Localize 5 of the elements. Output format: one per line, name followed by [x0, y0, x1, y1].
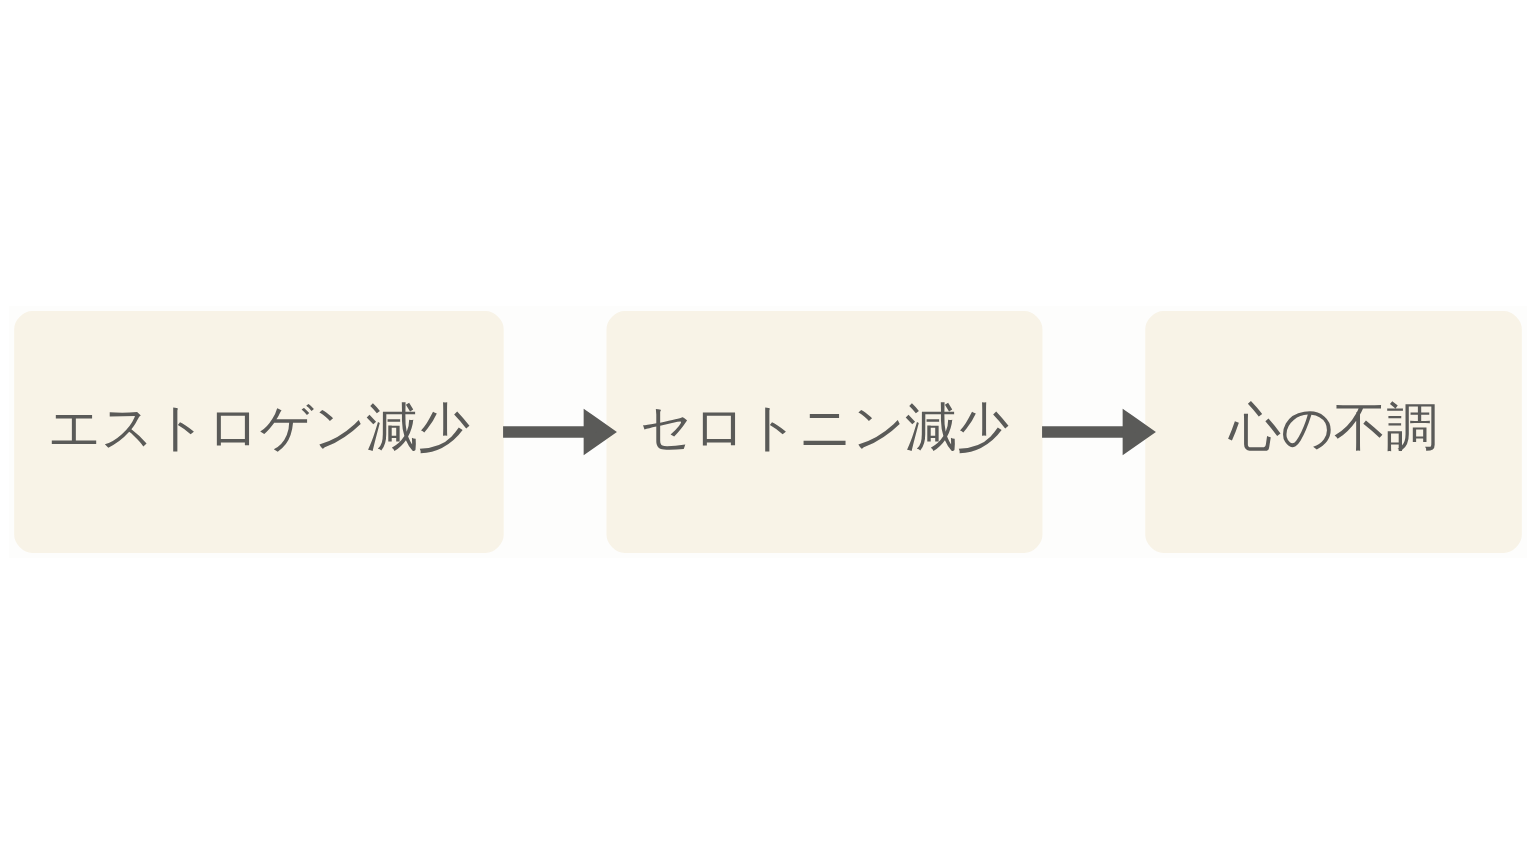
arrow: [1042, 408, 1156, 456]
arrow: [503, 408, 617, 456]
node-box: エストロゲン減少: [14, 311, 504, 553]
node-box: セロトニン減少: [606, 311, 1043, 553]
node-box: 心の不調: [1145, 311, 1522, 553]
